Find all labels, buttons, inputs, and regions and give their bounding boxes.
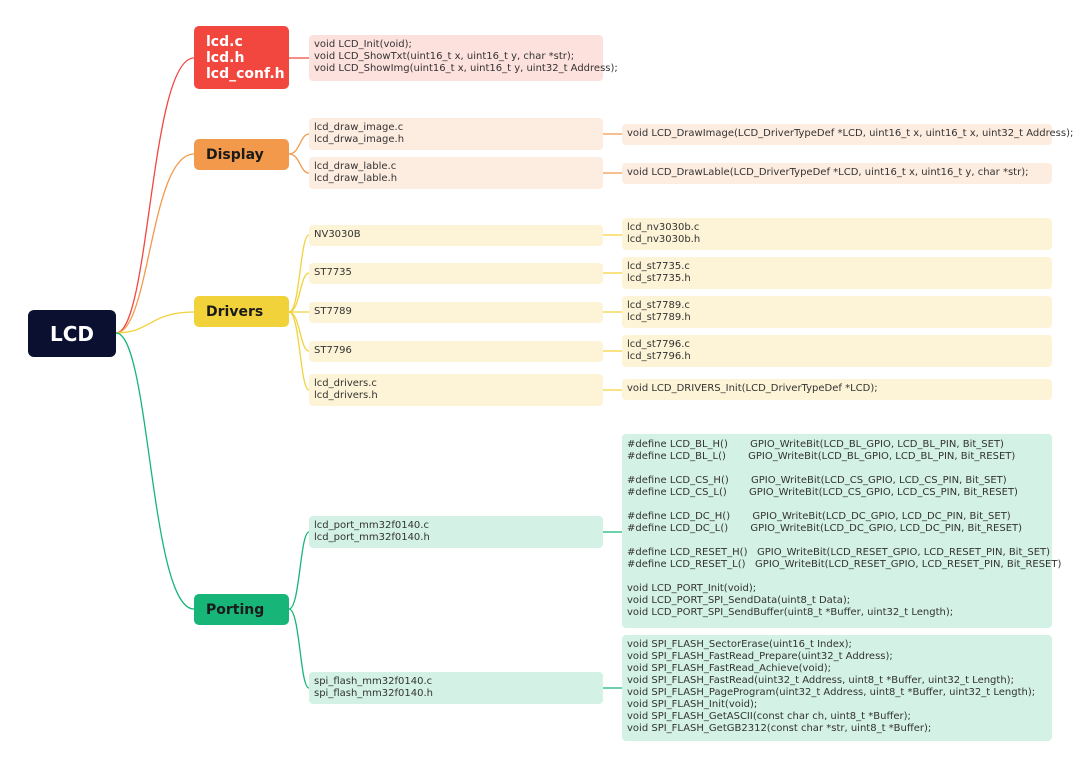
- link-root-drivers: [115, 311, 195, 334]
- driver-chip-st7796: ST7796: [309, 341, 603, 362]
- root-node: LCD: [28, 310, 116, 357]
- driver-common-func: void LCD_DRIVERS_Init(LCD_DriverTypeDef …: [622, 379, 1052, 400]
- drivers-label: Drivers: [206, 303, 264, 320]
- link-display-image: [288, 133, 310, 155]
- lcd-file-h: lcd.h: [206, 49, 245, 66]
- driver-files-st7789: lcd_st7789.c lcd_st7789.h: [622, 296, 1052, 328]
- port-files: lcd_port_mm32f0140.c lcd_port_mm32f0140.…: [309, 516, 603, 548]
- link-root-lcd: [115, 57, 195, 334]
- display-lable-func: void LCD_DrawLable(LCD_DriverTypeDef *LC…: [622, 163, 1052, 184]
- display-image-files: lcd_draw_image.c lcd_drwa_image.h: [309, 118, 603, 150]
- drivers-node: Drivers: [194, 296, 289, 327]
- port-code: #define LCD_BL_H() GPIO_WriteBit(LCD_BL_…: [622, 434, 1061, 628]
- link-drivers-nv3030b: [288, 234, 310, 313]
- driver-chip-st7789: ST7789: [309, 302, 603, 323]
- porting-label: Porting: [206, 601, 265, 618]
- flash-files: spi_flash_mm32f0140.c spi_flash_mm32f014…: [309, 672, 603, 704]
- driver-chip-st7735: ST7735: [309, 263, 603, 284]
- root-label: LCD: [49, 321, 95, 346]
- porting-node: Porting: [194, 594, 289, 625]
- display-node: Display: [194, 139, 289, 170]
- driver-files-st7796: lcd_st7796.c lcd_st7796.h: [622, 335, 1052, 367]
- link-root-porting: [115, 332, 195, 610]
- driver-files-nv3030b: lcd_nv3030b.c lcd_nv3030b.h: [622, 218, 1052, 250]
- driver-files-st7735: lcd_st7735.c lcd_st7735.h: [622, 257, 1052, 289]
- display-image-func: void LCD_DrawImage(LCD_DriverTypeDef *LC…: [622, 124, 1073, 145]
- link-porting-port: [288, 531, 310, 610]
- lcd-files-node: lcd.c lcd.h lcd_conf.h: [194, 26, 289, 89]
- display-lable-files: lcd_draw_lable.c lcd_draw_lable.h: [309, 157, 603, 189]
- lcd-file-conf: lcd_conf.h: [206, 65, 285, 82]
- lcd-functions: void LCD_Init(void); void LCD_ShowTxt(ui…: [309, 35, 618, 81]
- driver-chip-nv3030b: NV3030B: [309, 225, 603, 246]
- link-drivers-st7735: [288, 272, 310, 313]
- link-display-lable: [288, 153, 310, 174]
- flash-code: void SPI_FLASH_SectorErase(uint16_t Inde…: [622, 635, 1052, 741]
- driver-common-files: lcd_drivers.c lcd_drivers.h: [309, 374, 603, 406]
- link-root-display: [115, 153, 195, 334]
- link-drivers-common: [288, 311, 310, 391]
- lcd-file-c: lcd.c: [206, 33, 243, 50]
- link-porting-flash: [288, 608, 310, 689]
- display-label: Display: [206, 146, 264, 163]
